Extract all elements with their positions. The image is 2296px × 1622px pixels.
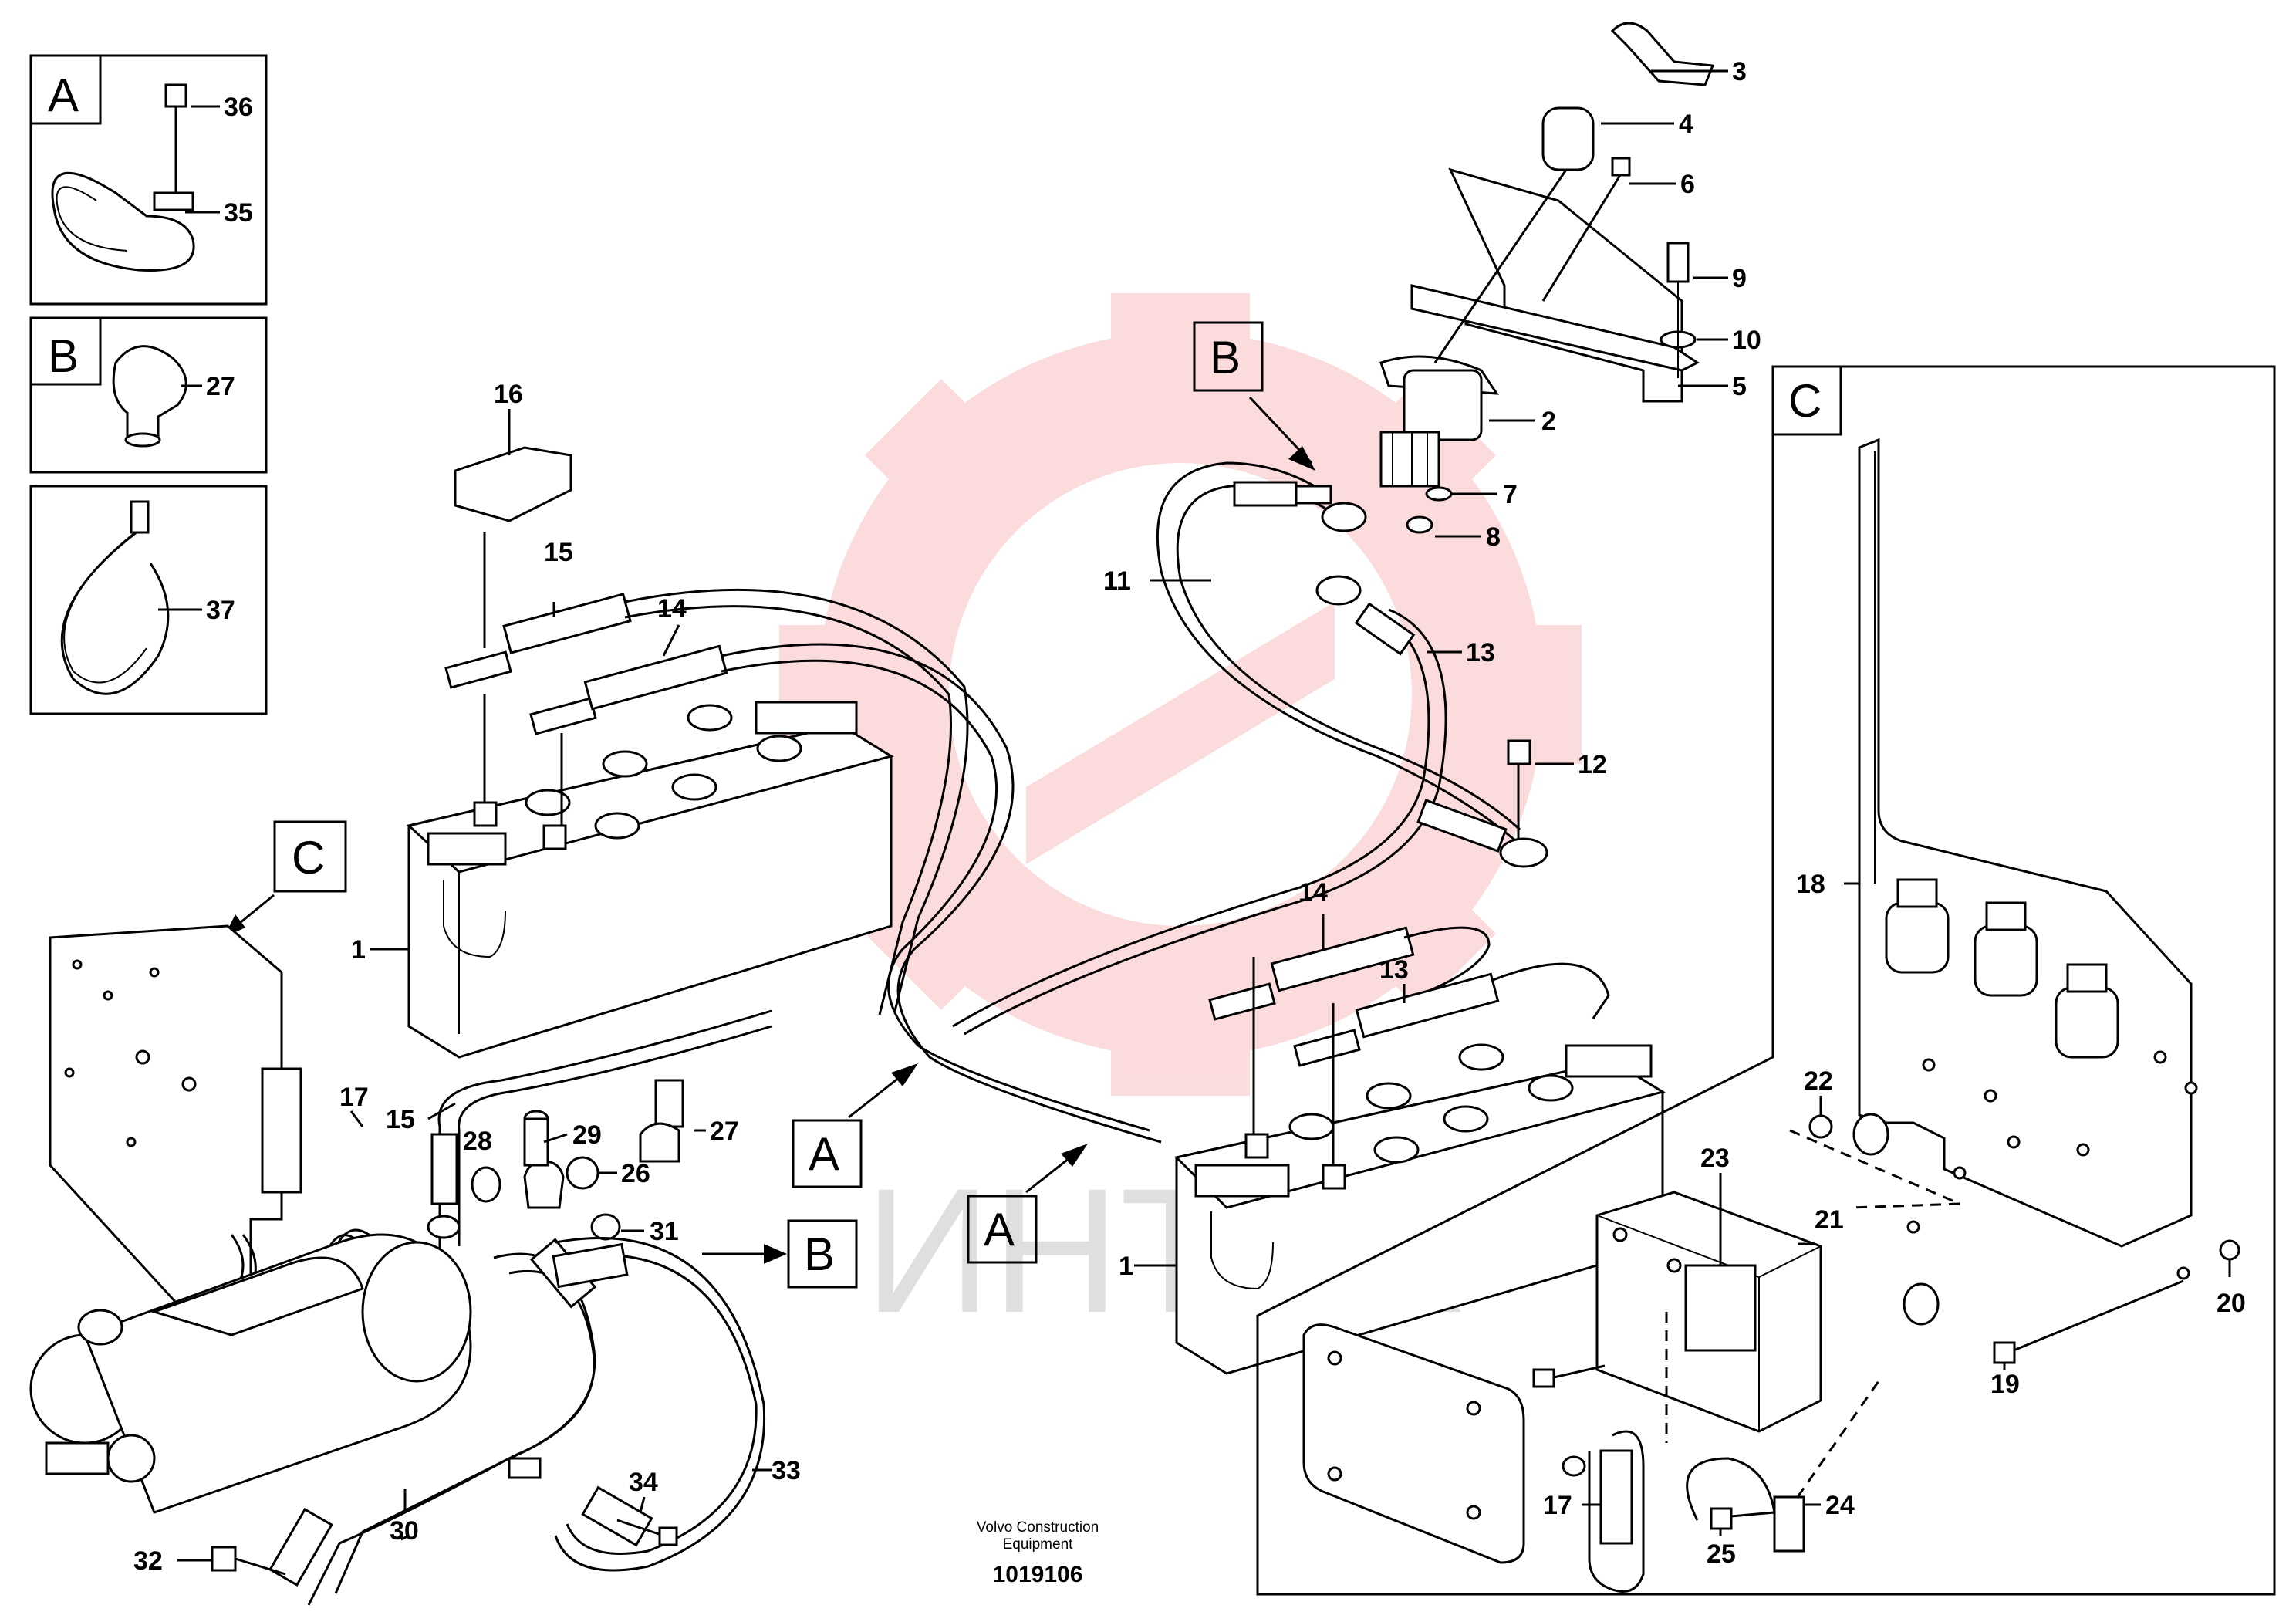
washer-26-part [566, 1156, 599, 1190]
detail-c-letter: C [1788, 375, 1822, 427]
footer-company-line1: Volvo Construction [977, 1519, 1099, 1536]
marker-letter: B [804, 1228, 835, 1280]
bolt-32-part [211, 1546, 286, 1576]
callout-30: 30 [390, 1516, 419, 1546]
detail-box-b: B 27 [29, 316, 268, 474]
callout-11: 11 [1103, 566, 1131, 596]
cable-15-lower-left [427, 1009, 772, 1250]
callout-17-left: 17 [339, 1083, 369, 1112]
callout-19: 19 [1990, 1370, 2020, 1399]
callout-15-lower: 15 [386, 1105, 415, 1134]
callout-29: 29 [572, 1120, 602, 1150]
detail-a-letter: A [48, 69, 79, 121]
callout-3: 3 [1732, 57, 1747, 86]
callout-7: 7 [1503, 480, 1518, 509]
detail-panel-c: C [1256, 365, 2276, 1596]
detail-box-a: A 36 35 [29, 54, 268, 306]
relay-2 [1974, 901, 2038, 997]
bolt-12-part [1416, 739, 1548, 868]
relay-plate-left [49, 924, 302, 1306]
callout-27: 27 [710, 1117, 739, 1146]
callout-31: 31 [650, 1217, 679, 1246]
cable-13-lower [1293, 962, 1610, 1067]
callout-28: 28 [463, 1127, 492, 1156]
detail-b-letter: B [48, 330, 79, 382]
junction-box-21 [1595, 1191, 1822, 1433]
callout-32: 32 [133, 1546, 163, 1576]
cable-33 [508, 1236, 766, 1572]
callout-4: 4 [1679, 110, 1693, 139]
main-switch-assembly [1379, 22, 1715, 534]
view-b-marker-lower: B [702, 1219, 858, 1289]
cap-27-part [639, 1079, 684, 1163]
relay-1 [1885, 878, 1950, 974]
relay-3 [2055, 963, 2119, 1059]
callout-35: 35 [224, 198, 253, 228]
callout-25: 25 [1707, 1539, 1736, 1569]
callout-5: 5 [1732, 372, 1747, 401]
callout-8: 8 [1486, 522, 1501, 552]
footer-doc-number: 1019106 [993, 1562, 1083, 1587]
callout-14-lower: 14 [1298, 878, 1328, 907]
cable-14-lower [1208, 926, 1491, 1021]
footer-company-line2: Equipment [1003, 1536, 1074, 1553]
callout-34: 34 [629, 1468, 658, 1497]
marker-letter: A [984, 1204, 1015, 1255]
callout-22: 22 [1804, 1066, 1833, 1096]
callout-36: 36 [224, 93, 253, 122]
marker-letter: B [1210, 332, 1241, 384]
cable-15-upper [444, 588, 969, 1015]
callout-10: 10 [1732, 326, 1761, 355]
detail-box-cable-tie: 37 [29, 485, 268, 715]
callout-24: 24 [1825, 1491, 1855, 1520]
marker-letter: C [292, 832, 325, 884]
view-b-marker-top: B [1193, 321, 1315, 471]
callout-20: 20 [2217, 1289, 2246, 1318]
callout-2: 2 [1541, 407, 1556, 436]
callout-6: 6 [1680, 170, 1695, 199]
bolt-36-part [164, 83, 187, 193]
washer-31-part [590, 1213, 621, 1241]
protective-cap-27-part [112, 345, 187, 448]
callout-9: 9 [1732, 264, 1747, 293]
callout-27-detail: 27 [206, 372, 235, 401]
cable-24-panel [1773, 1380, 1880, 1553]
box-lid [1302, 1323, 1525, 1564]
callout-12: 12 [1578, 750, 1607, 779]
callout-13-top: 13 [1466, 638, 1495, 667]
bolt-34-part [616, 1519, 678, 1546]
cable-17-panel [1588, 1312, 1776, 1593]
terminal-cover-16-part [454, 446, 572, 648]
callout-13-lower: 13 [1379, 955, 1409, 985]
cable-clamp-35-part [51, 171, 195, 272]
cable-13-upper [952, 575, 1447, 1036]
callout-23: 23 [1700, 1144, 1730, 1173]
callout-37: 37 [206, 596, 235, 625]
view-a-marker-2: A [967, 1144, 1088, 1264]
view-c-marker-left: C [224, 820, 347, 938]
callout-17-panel: 17 [1543, 1491, 1572, 1520]
starter-motor [29, 1233, 472, 1514]
callout-15-upper: 15 [544, 538, 573, 567]
callout-18: 18 [1796, 870, 1825, 899]
cable-tie-37-part [60, 500, 170, 695]
cap-29-part [523, 1110, 565, 1209]
battery-1-upper [406, 701, 894, 1059]
cable-14-upper [529, 643, 1162, 1144]
callout-16: 16 [494, 380, 523, 409]
callout-1-upper: 1 [351, 935, 366, 965]
view-a-marker-1: A [792, 1063, 918, 1188]
nut-28-part [471, 1166, 501, 1203]
callout-26: 26 [621, 1159, 650, 1188]
marker-letter: A [809, 1128, 839, 1180]
callout-21: 21 [1815, 1205, 1844, 1235]
callout-1-lower: 1 [1119, 1252, 1133, 1281]
callout-33: 33 [772, 1456, 801, 1485]
callout-14-upper: 14 [657, 594, 687, 623]
cable-11 [1156, 461, 1521, 843]
